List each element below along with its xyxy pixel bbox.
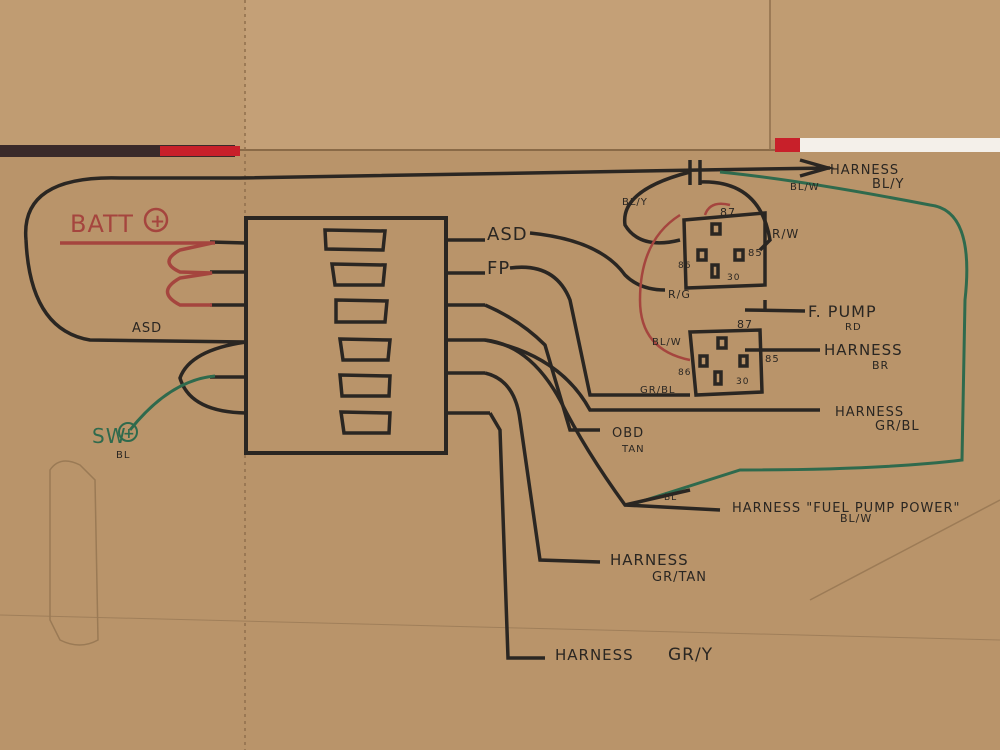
label-fp-out: FP [487, 258, 510, 279]
output-wires [446, 158, 835, 660]
label-obd-sub: TAN [621, 444, 645, 455]
label-harness-gry-sub: GR/Y [668, 645, 713, 665]
relay-2 [688, 328, 764, 397]
label-harness-grtan: HARNESS [610, 551, 689, 569]
label-harness-grbl-sub: GR/BL [875, 419, 920, 434]
label-fpump: F. PUMP [808, 302, 877, 321]
label-bl-y-left: BL/Y [622, 197, 648, 208]
fuse-slot [338, 410, 392, 435]
label-harness-grbl: HARNESS [835, 405, 904, 420]
label-bl-w-mid: BL/W [652, 337, 682, 348]
relay2-pin-87: 87 [737, 318, 753, 331]
label-r-g: R/G [668, 288, 691, 301]
battery-feed-red [60, 241, 215, 307]
fuse-slots [323, 228, 392, 435]
relay2-pin-86: 86 [678, 368, 691, 378]
label-harness-grtan-sub: GR/TAN [652, 570, 707, 585]
plus-symbol-icon: + [150, 211, 165, 232]
label-bl-w-top: BL/W [790, 182, 820, 193]
label-harness-fp-power: HARNESS "FUEL PUMP POWER" [732, 501, 961, 516]
label-harness-fp-power-sub: BL/W [840, 512, 872, 525]
fuse-slot [337, 337, 392, 362]
relay1-pin-85: 85 [748, 248, 763, 259]
relay1-pin-86: 86 [678, 261, 691, 271]
label-r-w: R/W [772, 227, 799, 241]
label-bl-small: BL [664, 493, 677, 503]
relay-1 [682, 211, 767, 290]
label-harness-bly: HARNESS [830, 163, 899, 178]
plus-circle-icon [143, 207, 169, 233]
left-stubs [23, 166, 831, 415]
relay2-pin-30: 30 [736, 377, 749, 387]
label-gr-bl: GR/BL [640, 385, 676, 396]
relay2-pin-85: 85 [765, 354, 780, 365]
fuse-slot [338, 373, 392, 398]
label-asd-out: ASD [487, 224, 528, 245]
label-asd-left: ASD [132, 321, 162, 336]
relay1-pin-30: 30 [727, 273, 740, 283]
label-harness-br-sub: BR [872, 359, 889, 372]
label-harness-br: HARNESS [824, 341, 903, 359]
switched-wire-green [128, 170, 969, 507]
label-harness-gry: HARNESS [555, 646, 634, 664]
label-fpump-sub: RD [845, 322, 862, 333]
plus-symbol-icon: + [123, 426, 135, 442]
relay-trigger-red [638, 202, 731, 362]
label-harness-bly-sub: BL/Y [872, 177, 904, 192]
fuse-slot [323, 228, 387, 252]
fuse-box [244, 216, 448, 455]
fuse-slot [334, 298, 389, 324]
plus-circle-icon [118, 422, 138, 442]
labels: BATT + ASD SW + BL ASD FP HARNESS BL/Y B… [70, 163, 961, 665]
label-batt: BATT [70, 210, 134, 238]
label-sw-sub: BL [116, 450, 130, 461]
fuse-slot [329, 262, 387, 287]
label-obd: OBD [612, 426, 644, 441]
relay1-pin-87: 87 [720, 206, 736, 219]
